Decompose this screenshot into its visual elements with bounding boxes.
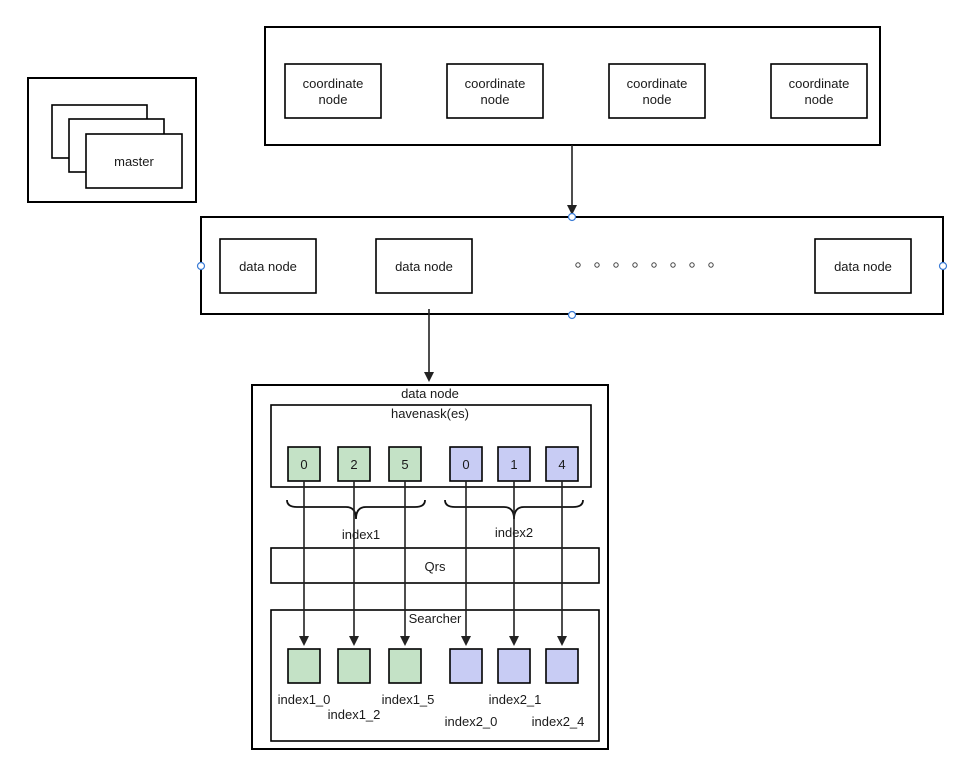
ellipsis-dots [575, 262, 714, 268]
data-node-box [814, 238, 912, 294]
data-node-label: data node [834, 259, 892, 274]
master-cluster: master [27, 77, 197, 203]
selection-handle-right[interactable] [938, 261, 948, 271]
ellipsis-dot [632, 262, 638, 268]
coordinate-node-label-line2: node [481, 92, 510, 107]
coordinate-node-box [284, 63, 382, 119]
data-node-1: data node [219, 238, 317, 294]
ellipsis-dot [708, 262, 714, 268]
data-node-label: data node [239, 259, 297, 274]
selection-handle-bottom[interactable] [567, 310, 577, 320]
searcher-label-index1-0: index1_0 [278, 692, 331, 707]
coordinate-node-box [608, 63, 706, 119]
ellipsis-dot [575, 262, 581, 268]
index1-shard-label: 2 [350, 457, 357, 472]
searcher-index1-5 [388, 648, 422, 684]
searcher-label-index2-1: index2_1 [489, 692, 542, 707]
coordinate-node-2: coordinate node [446, 63, 544, 119]
data-node-detail: data node havenask(es) 0 2 5 0 1 4 index… [251, 384, 609, 750]
searcher-label: Searcher [409, 611, 462, 626]
index2-shard-label: 0 [462, 457, 469, 472]
master-node-box [85, 133, 183, 189]
data-node-label: data node [395, 259, 453, 274]
data-node-box [375, 238, 473, 294]
coordinate-node-box [446, 63, 544, 119]
index2-shard-label: 1 [510, 457, 517, 472]
ellipsis-dot [594, 262, 600, 268]
index1-label: index1 [342, 527, 380, 542]
havenask-frame [270, 404, 592, 488]
data-node-2: data node [375, 238, 473, 294]
index1-shard-label: 5 [401, 457, 408, 472]
coordinate-node-label-line2: node [643, 92, 672, 107]
master-label: master [114, 154, 154, 169]
searcher-index2-0 [449, 648, 483, 684]
searcher-label-index2-4: index2_4 [532, 714, 585, 729]
searcher-label-index2-0: index2_0 [445, 714, 498, 729]
index2-shard [545, 446, 579, 482]
ellipsis-dot [613, 262, 619, 268]
coordinate-node-label-line1: coordinate [789, 76, 850, 91]
ellipsis-dot [651, 262, 657, 268]
coordinate-cluster: coordinate node coordinate node coordina… [264, 26, 881, 146]
searcher-label-index1-2: index1_2 [328, 707, 381, 722]
coordinate-node-label-line2: node [805, 92, 834, 107]
index2-shard [497, 446, 531, 482]
selection-handle-top[interactable] [567, 212, 577, 222]
data-node-cluster: data node data node data node [196, 212, 948, 320]
coordinate-node-box [770, 63, 868, 119]
coordinate-node-label-line1: coordinate [627, 76, 688, 91]
data-node-detail-title: data node [401, 386, 459, 401]
index1-shard [337, 446, 371, 482]
ellipsis-dot [689, 262, 695, 268]
data-node-box [219, 238, 317, 294]
searcher-frame [270, 609, 600, 742]
selection-handle-left[interactable] [196, 261, 206, 271]
qrs-label: Qrs [425, 559, 446, 574]
index1-shard [388, 446, 422, 482]
qrs-box [270, 547, 600, 584]
index1-shard-label: 0 [300, 457, 307, 472]
searcher-index1-2 [337, 648, 371, 684]
data-node-3: data node [814, 238, 912, 294]
index2-shard-label: 4 [558, 457, 565, 472]
coordinate-node-label-line2: node [319, 92, 348, 107]
coordinate-node-4: coordinate node [770, 63, 868, 119]
coordinate-node-label-line1: coordinate [303, 76, 364, 91]
havenask-label: havenask(es) [391, 406, 469, 421]
coordinate-node-1: coordinate node [284, 63, 382, 119]
searcher-index1-0 [287, 648, 321, 684]
searcher-index2-1 [497, 648, 531, 684]
coordinate-node-label-line1: coordinate [465, 76, 526, 91]
ellipsis-dot [670, 262, 676, 268]
searcher-label-index1-5: index1_5 [382, 692, 435, 707]
coordinate-node-3: coordinate node [608, 63, 706, 119]
searcher-index2-4 [545, 648, 579, 684]
index1-brace [286, 499, 426, 520]
